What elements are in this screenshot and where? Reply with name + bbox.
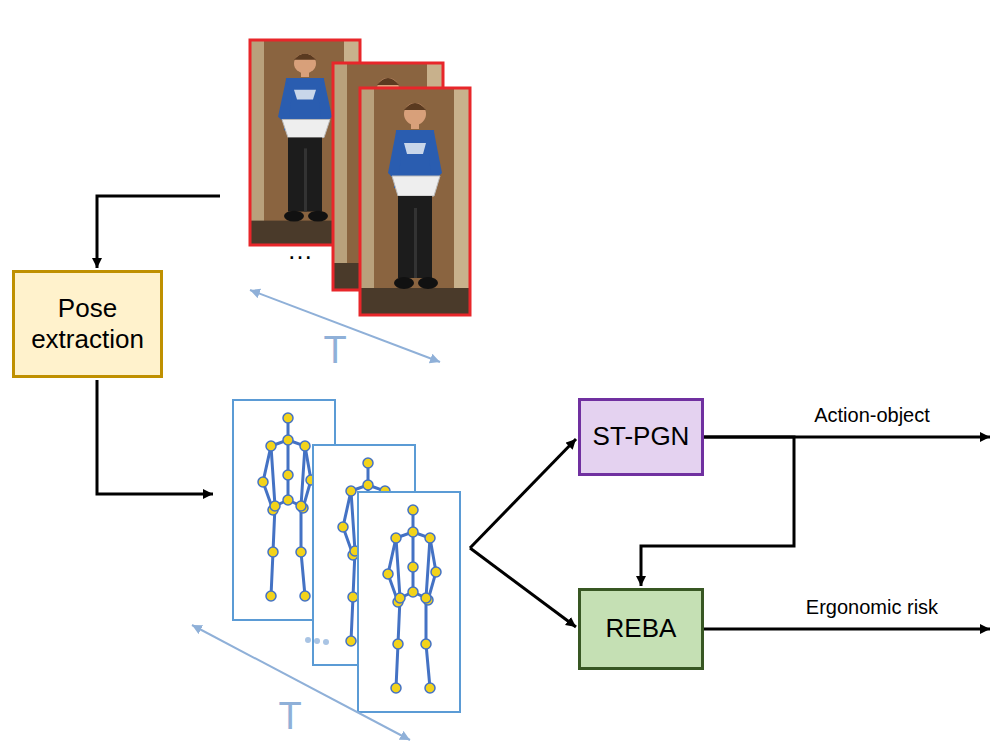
- flow-arrow: [97, 196, 220, 268]
- time-label: T: [323, 329, 346, 372]
- box-text: Pose extraction: [23, 293, 152, 355]
- box-text: ST-PGN: [593, 421, 690, 452]
- ellipsis: …: [287, 235, 313, 266]
- flow-arrow: [470, 439, 576, 548]
- assessment-box: REBA: [578, 588, 704, 670]
- output-label: Action-object: [814, 404, 930, 427]
- ellipsis-dots: [305, 637, 329, 645]
- skeleton-frame: [358, 492, 460, 712]
- output-arrow: [704, 628, 990, 631]
- box-text: REBA: [606, 613, 677, 644]
- video-frame: [360, 88, 470, 315]
- model-box: ST-PGN: [578, 398, 704, 476]
- time-label: T: [278, 695, 301, 738]
- flow-arrow: [470, 548, 576, 627]
- flow-arrow: [97, 380, 213, 494]
- output-label: Ergonomic risk: [806, 596, 938, 619]
- time-arrow: [192, 625, 410, 740]
- process-box: Pose extraction: [12, 270, 163, 378]
